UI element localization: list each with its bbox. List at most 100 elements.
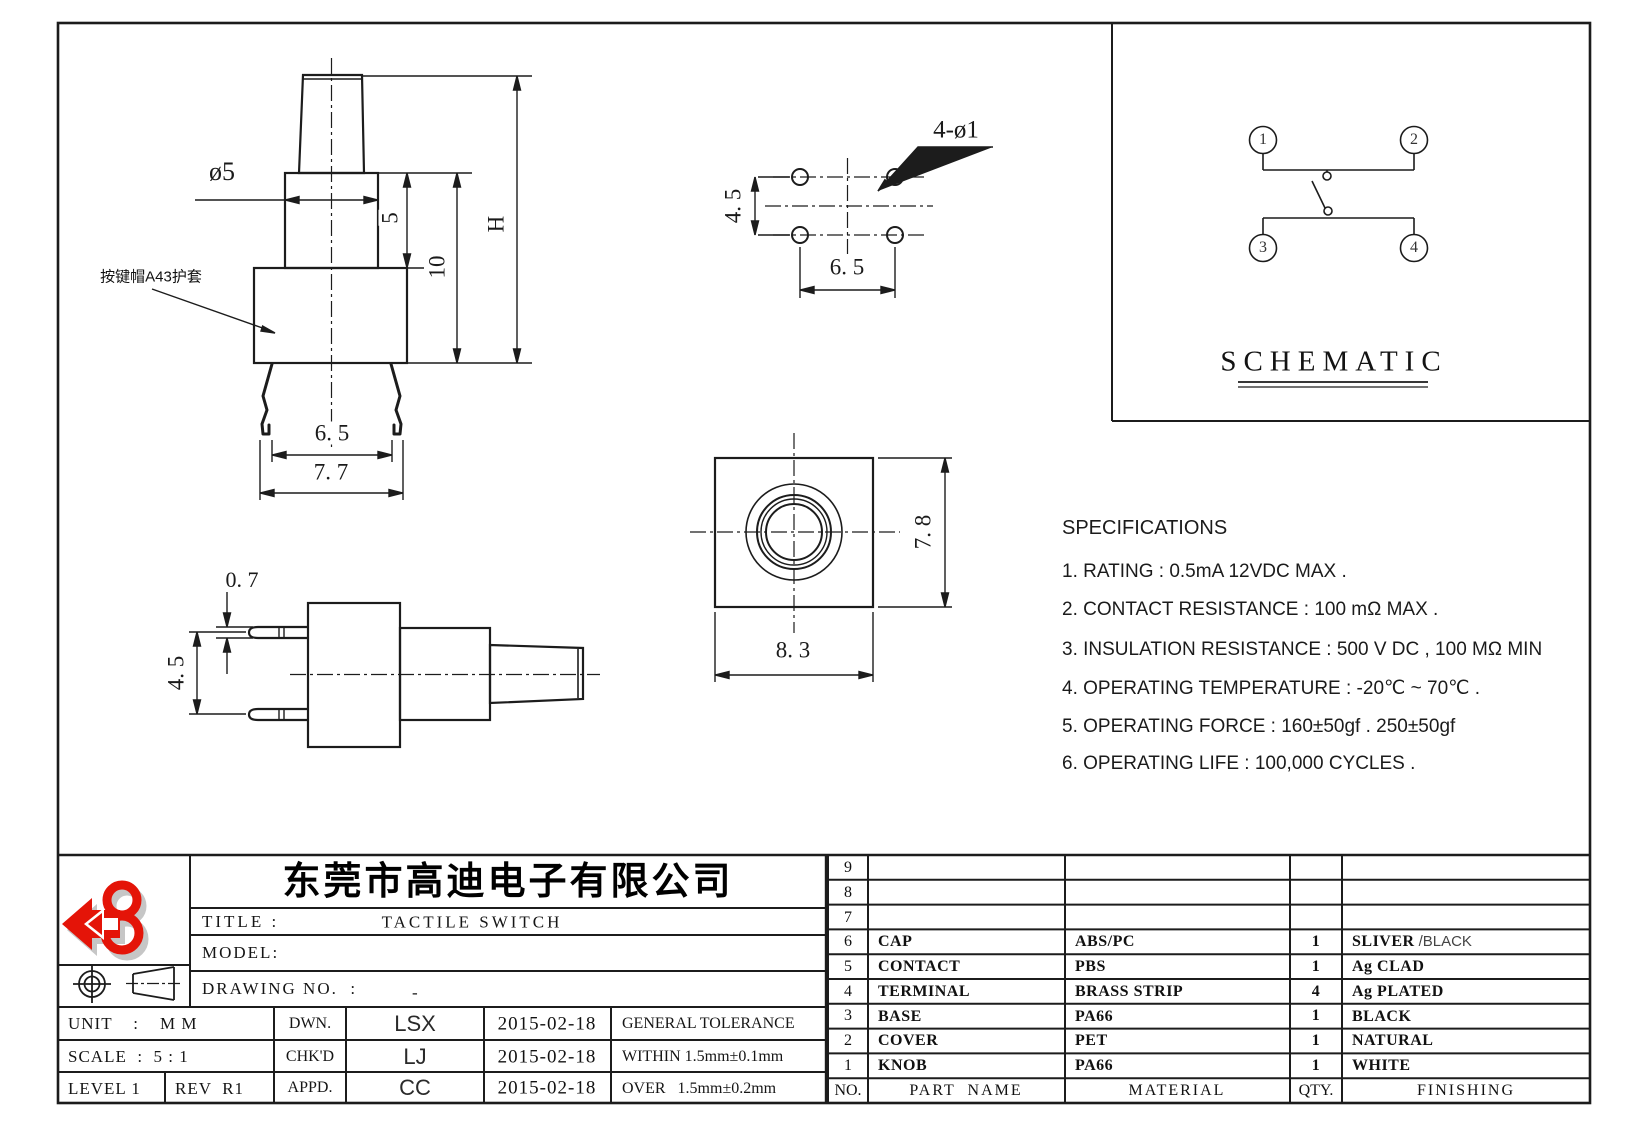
part-finishing: NATURAL: [1352, 1032, 1434, 1049]
top-view: [690, 433, 900, 633]
schematic-circuit: [1238, 125, 1429, 388]
spec-item: 2. CONTACT RESISTANCE : 100 mΩ MAX .: [1062, 599, 1439, 620]
part-finishing: Ag CLAD: [1352, 958, 1425, 975]
chk-label: CHK'D: [285, 1048, 335, 1065]
top-view-dimensions: [714, 457, 952, 682]
part-finishing: SLIVER /BLACK: [1352, 934, 1472, 950]
part-material: BRASS STRIP: [1075, 983, 1184, 1000]
part-material: PA66: [1075, 1057, 1114, 1074]
finishing-alt: /BLACK: [1418, 933, 1472, 950]
side-view-dimensions: [189, 592, 253, 715]
logo-mark: [62, 880, 149, 961]
tolerance-within: WITHIN 1.5mm±0.1mm: [622, 1048, 784, 1065]
part-name: BASE: [878, 1008, 922, 1025]
appd-date: 2015-02-18: [497, 1077, 597, 1099]
dim-7-8-top: 7. 8: [910, 512, 936, 552]
rev-label: REV R1: [175, 1079, 245, 1098]
part-qty: 1: [1311, 1057, 1321, 1074]
general-tolerance-label: GENERAL TOLERANCE: [622, 1015, 795, 1032]
company-name: 东莞市高迪电子有限公司: [282, 861, 734, 903]
dim-H: H: [483, 213, 509, 235]
company-logo: [62, 880, 149, 961]
dwn-signature: LSX: [394, 1011, 436, 1036]
schematic-pin-1: 1: [1259, 131, 1267, 148]
schematic-pin-2: 2: [1410, 131, 1418, 148]
schematic-pin-3: 3: [1259, 239, 1267, 256]
spec-item: 4. OPERATING TEMPERATURE : -20℃ ~ 70℃ .: [1062, 678, 1481, 699]
part-row-no: 3: [844, 1007, 852, 1024]
schematic-box: [1111, 23, 1590, 422]
unit-label: UNIT : M M: [68, 1014, 198, 1033]
parts-table-grid: [827, 855, 1590, 1103]
title-block-grid: [58, 853, 1590, 1103]
drawing-no-value: -: [412, 983, 419, 1002]
part-qty: 4: [1311, 983, 1321, 1000]
dim-5: 5: [377, 210, 403, 226]
part-qty: 1: [1311, 1007, 1321, 1024]
part-name: CONTACT: [878, 958, 961, 975]
part-name: KNOB: [878, 1057, 928, 1074]
part-material: PET: [1075, 1032, 1108, 1049]
finishing-main: SLIVER: [1352, 933, 1415, 950]
dim-6-5-pins: 6. 5: [827, 254, 867, 280]
part-qty: 1: [1311, 933, 1321, 950]
part-material: ABS/PC: [1075, 933, 1135, 950]
part-row-no: 5: [844, 958, 852, 975]
spec-item: 3. INSULATION RESISTANCE : 500 V DC , 10…: [1062, 639, 1543, 660]
tolerance-over: OVER 1.5mm±0.2mm: [622, 1080, 777, 1097]
part-row-no: 6: [844, 933, 852, 950]
part-finishing: BLACK: [1352, 1008, 1412, 1025]
parts-header-finishing: FINISHING: [1417, 1082, 1515, 1099]
part-finishing: Ag PLATED: [1352, 983, 1444, 1000]
schematic-pin-4: 4: [1410, 239, 1418, 256]
part-name: TERMINAL: [878, 983, 971, 1000]
parts-header-part-name: PART NAME: [909, 1082, 1023, 1099]
part-material: PBS: [1075, 958, 1106, 975]
part-row-no: 4: [844, 983, 852, 1000]
dwn-date: 2015-02-18: [497, 1013, 597, 1035]
schematic-title: SCHEMATIC: [1220, 345, 1448, 378]
parts-header-no: NO.: [834, 1082, 862, 1099]
part-qty: 1: [1311, 958, 1321, 975]
dim-8-3-top: 8. 3: [773, 637, 813, 663]
dim-7-7-front: 7. 7: [311, 459, 351, 485]
part-row-no: 1: [844, 1057, 852, 1074]
part-finishing: WHITE: [1352, 1057, 1411, 1074]
projection-symbols: [73, 965, 181, 1003]
specs-title: SPECIFICATIONS: [1062, 517, 1228, 539]
chk-date: 2015-02-18: [497, 1046, 597, 1068]
dim-4-5-side: 4. 5: [163, 653, 189, 693]
dim-dia5: ø5: [207, 157, 237, 186]
part-name: CAP: [878, 933, 913, 950]
dim-0-7-side: 0. 7: [223, 567, 261, 592]
title-value: TACTILE SWITCH: [381, 912, 563, 932]
side-view: [247, 601, 600, 749]
parts-header-material: MATERIAL: [1128, 1082, 1226, 1099]
cap-sleeve-label: 按键帽A43护套: [100, 268, 202, 286]
part-row-no: 9: [844, 859, 852, 876]
dim-10: 10: [424, 253, 450, 281]
drawing-border: [56, 21, 1592, 1105]
pin-layout-dimensions: [750, 146, 993, 298]
spec-item: 6. OPERATING LIFE : 100,000 CYCLES .: [1062, 753, 1416, 774]
model-label: MODEL:: [202, 943, 280, 962]
dwn-label: DWN.: [288, 1015, 332, 1032]
part-name: COVER: [878, 1032, 939, 1049]
drawing-no-label: DRAWING NO. :: [202, 979, 358, 998]
parts-header-qty: QTY.: [1298, 1082, 1334, 1099]
appd-signature: CC: [399, 1075, 431, 1100]
scale-label: SCALE : 5 : 1: [68, 1047, 189, 1066]
cone-symbol-icon: [126, 966, 181, 1001]
appd-label: APPD.: [287, 1079, 333, 1096]
dim-6-5-front: 6. 5: [312, 420, 352, 446]
dim-4-dia1: 4-ø1: [931, 116, 981, 144]
part-row-no: 8: [844, 884, 852, 901]
part-material: PA66: [1075, 1008, 1114, 1025]
front-view: [252, 58, 409, 447]
front-view-dimensions: [151, 75, 532, 500]
part-row-no: 2: [844, 1032, 852, 1049]
dim-4-5-pins: 4. 5: [720, 186, 746, 226]
part-qty: 1: [1311, 1032, 1321, 1049]
